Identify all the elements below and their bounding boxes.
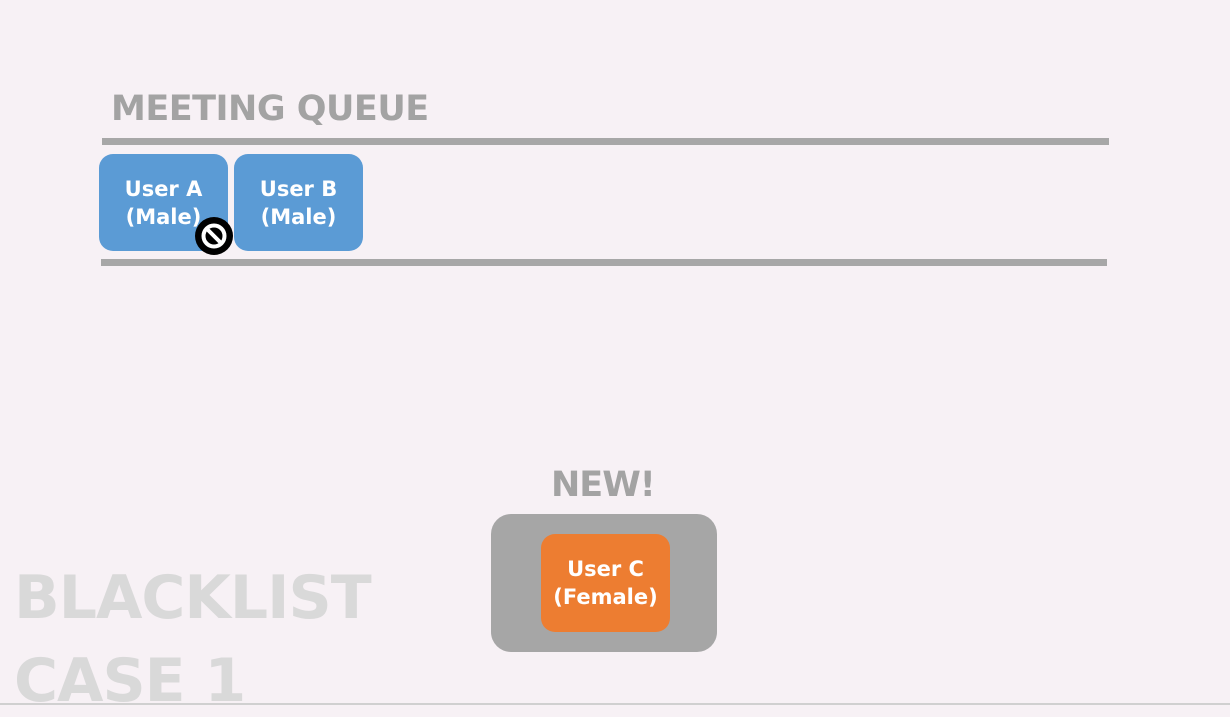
user-b-name: User B	[259, 176, 338, 201]
user-a-gender: (Male)	[125, 204, 202, 229]
queue-rail-bottom	[101, 259, 1107, 266]
case-title-line2: CASE 1	[14, 646, 246, 716]
case-title-line1: BLACKLIST	[14, 563, 372, 633]
user-card-c: User C (Female)	[541, 534, 670, 632]
user-b-gender: (Male)	[260, 204, 337, 229]
queue-title: MEETING QUEUE	[111, 89, 429, 129]
blocked-icon	[195, 217, 233, 255]
user-card-a: User A (Male)	[99, 154, 228, 251]
bottom-divider	[0, 703, 1230, 705]
user-a-name: User A	[124, 176, 203, 201]
user-c-name: User C	[567, 557, 644, 581]
new-label: NEW!	[551, 465, 656, 505]
user-c-gender: (Female)	[553, 585, 658, 609]
queue-rail-top	[102, 138, 1109, 145]
user-card-b: User B (Male)	[234, 154, 363, 251]
